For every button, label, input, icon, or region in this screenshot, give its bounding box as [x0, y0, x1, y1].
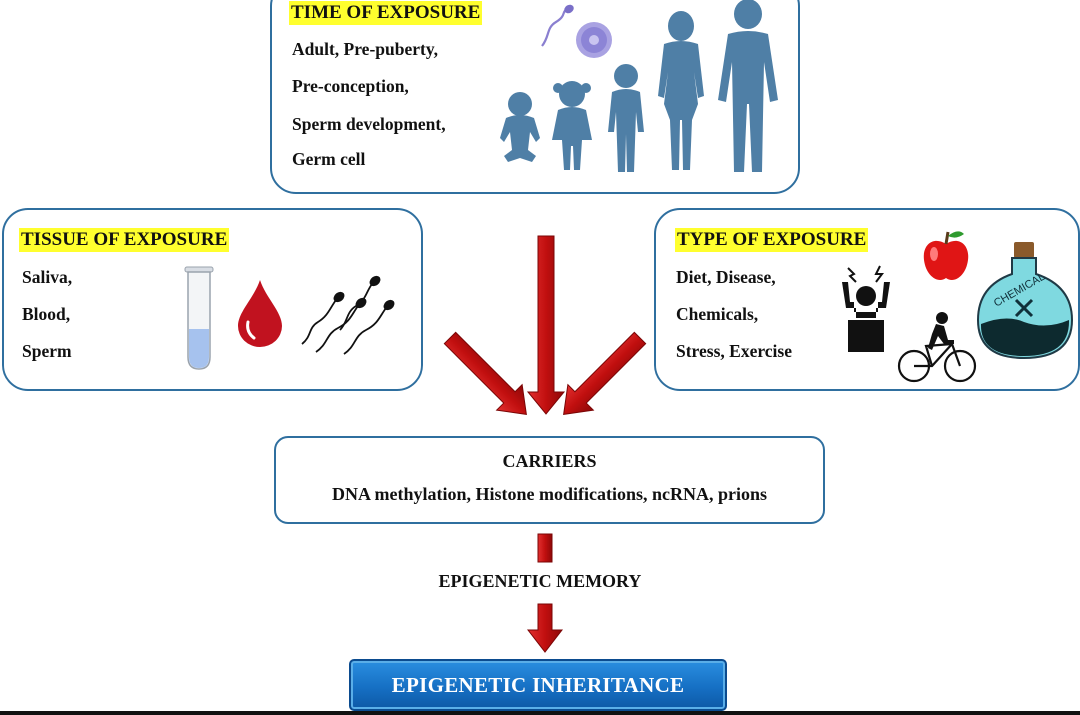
chemical-bottle-icon: CHEMICAL: [976, 242, 1074, 360]
tissue-item-1: Saliva,: [22, 267, 73, 287]
time-item-2: Pre-conception,: [292, 76, 409, 96]
carriers-box: [274, 436, 825, 524]
test-tube-icon: [184, 266, 214, 370]
toddler-figure-icon: [552, 81, 592, 170]
bottom-rule: [0, 711, 1080, 715]
time-item-3: Sperm development,: [292, 114, 446, 134]
arrow-to-memory: [537, 533, 553, 563]
arrow-to-inheritance: [526, 603, 564, 653]
type-item-2: Chemicals,: [676, 304, 759, 324]
type-of-exposure-title: TYPE OF EXPOSURE: [675, 228, 869, 252]
epigenetic-inheritance-banner: EPIGENETIC INHERITANCE: [349, 659, 727, 711]
sperm-cells-icon: [301, 275, 395, 355]
time-item-1: Adult, Pre-puberty,: [292, 39, 438, 59]
sperm-egg-icon: [541, 4, 612, 58]
apple-icon: [923, 231, 969, 280]
baby-figure-icon: [500, 92, 540, 162]
carriers-title: CARRIERS: [502, 451, 597, 471]
woman-figure-icon: [658, 11, 704, 170]
child-figure-icon: [608, 64, 644, 172]
epigenetic-memory-label: EPIGENETIC MEMORY: [438, 571, 642, 591]
tissue-item-2: Blood,: [22, 304, 71, 324]
time-of-exposure-title: TIME OF EXPOSURE: [289, 1, 483, 25]
arrow-center: [526, 235, 566, 415]
arrow-right: [563, 331, 647, 415]
carriers-detail: DNA methylation, Histone modifications, …: [331, 484, 767, 504]
cyclist-icon: [897, 312, 977, 383]
blood-drop-icon: [238, 280, 282, 347]
tissue-item-3: Sperm: [22, 341, 72, 361]
type-item-1: Diet, Disease,: [676, 267, 776, 287]
man-figure-icon: [718, 0, 778, 172]
stressed-person-icon: [842, 265, 890, 352]
growth-stages-icon: [500, 0, 778, 172]
epigenetic-inheritance-label: EPIGENETIC INHERITANCE: [391, 672, 685, 697]
tissue-of-exposure-title: TISSUE OF EXPOSURE: [19, 228, 230, 252]
time-of-exposure-box: [270, 0, 800, 194]
type-item-3: Stress, Exercise: [676, 341, 792, 361]
time-item-4: Germ cell: [292, 149, 366, 169]
arrow-left: [443, 331, 527, 415]
